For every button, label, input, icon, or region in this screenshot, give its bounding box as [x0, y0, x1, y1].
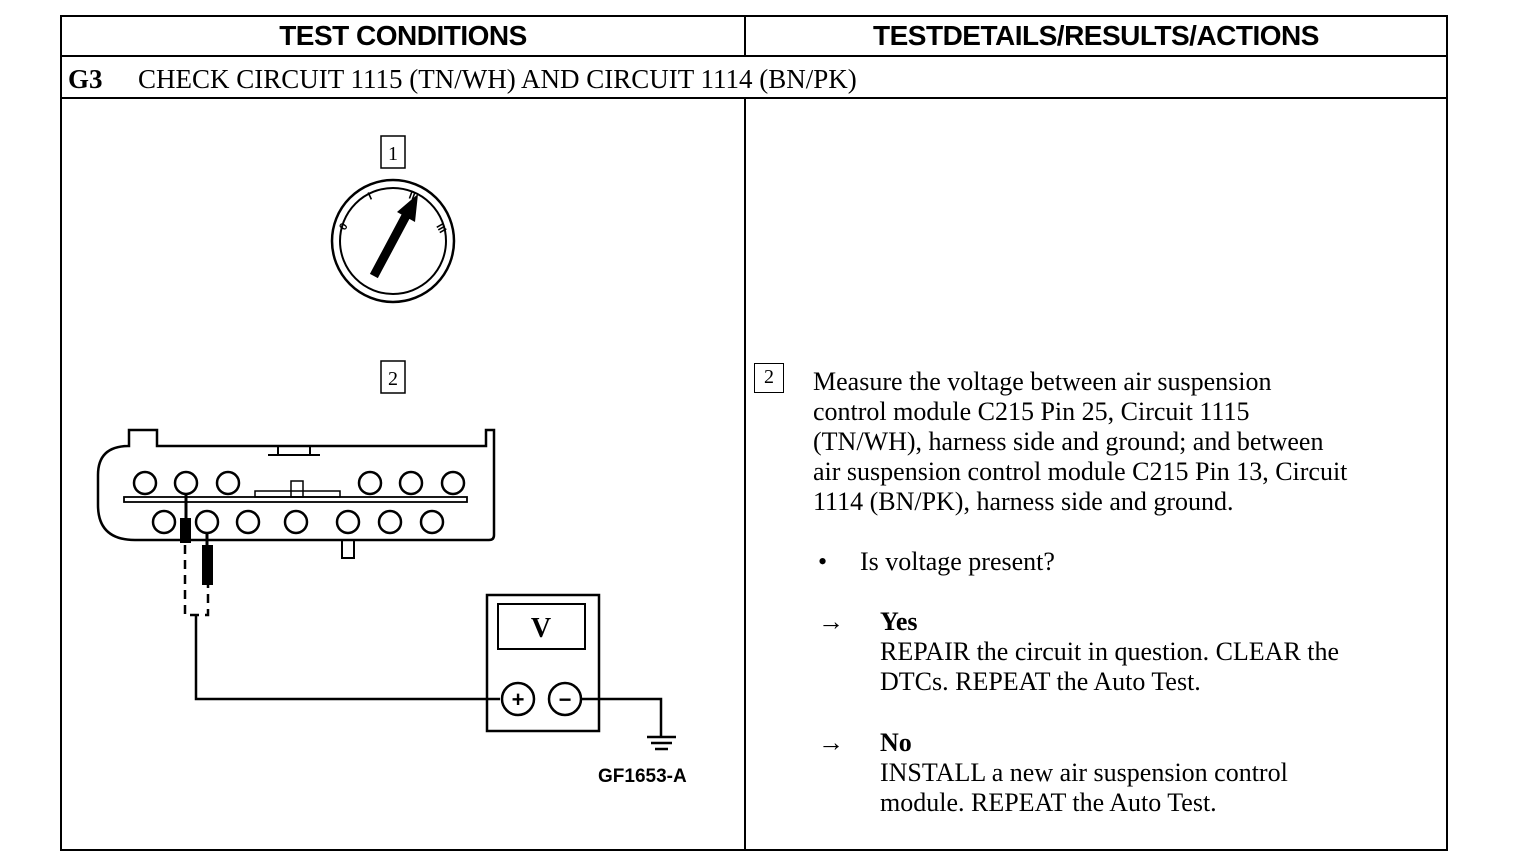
ignition-pos-0: 0 — [337, 221, 350, 232]
meter-minus: − — [559, 687, 572, 712]
no-action-line: module. REPEAT the Auto Test. — [880, 788, 1217, 817]
instruction-line: air suspension control module C215 Pin 1… — [813, 457, 1348, 486]
no-action-line: INSTALL a new air suspension control — [880, 758, 1288, 787]
no-label: No — [880, 728, 912, 757]
yes-action-line: DTCs. REPEAT the Auto Test. — [880, 667, 1201, 696]
question-text: Is voltage present? — [860, 547, 1055, 576]
header-test-conditions: TEST CONDITIONS — [279, 20, 527, 51]
test-table: TEST CONDITIONS TESTDETAILS/RESULTS/ACTI… — [60, 15, 1448, 851]
test-probes-icon — [180, 494, 500, 701]
header-rule — [62, 55, 1448, 57]
ignition-pos-2: II — [407, 190, 417, 203]
detail-step-number: 2 — [754, 363, 784, 393]
step-1-label: 1 — [388, 143, 398, 165]
step-2-label: 2 — [388, 368, 398, 390]
yes-result: Yes REPAIR the circuit in question. CLEA… — [880, 607, 1440, 697]
step-1-box: 1 — [380, 135, 406, 169]
ignition-pos-1: I — [366, 191, 374, 203]
step-title-row: G3 CHECK CIRCUIT 1115 (TN/WH) AND CIRCUIT… — [68, 59, 857, 99]
meter-symbol: V — [531, 613, 551, 644]
voltmeter-icon: V + − — [485, 593, 601, 733]
step-code: G3 — [68, 64, 103, 94]
meter-plus: + — [512, 687, 525, 712]
no-result: No INSTALL a new air suspension control … — [880, 728, 1440, 818]
bullet-icon: • — [818, 547, 828, 576]
header-divider — [744, 17, 746, 57]
yes-action-line: REPAIR the circuit in question. CLEAR th… — [880, 637, 1340, 666]
instruction-line: control module C215 Pin 25, Circuit 1115 — [813, 397, 1250, 426]
step-title: CHECK CIRCUIT 1115 (TN/WH) AND CIRCUIT 1… — [138, 64, 857, 94]
no-arrow-icon: → — [818, 728, 844, 757]
title-rule — [62, 97, 1448, 99]
yes-arrow-icon: → — [818, 607, 844, 636]
yes-label: Yes — [880, 607, 918, 636]
connector-c215-icon — [96, 428, 496, 559]
instruction-line: Measure the voltage between air suspensi… — [813, 367, 1272, 396]
instruction-line: 1114 (BN/PK), harness side and ground. — [813, 487, 1234, 516]
ignition-switch-icon: 0 I II III — [330, 178, 456, 304]
header-test-details: TESTDETAILS/RESULTS/ACTIONS — [873, 20, 1319, 51]
column-divider — [744, 97, 746, 851]
figure-code: GF1653-A — [598, 766, 687, 787]
step-2-box: 2 — [380, 360, 406, 394]
instruction-paragraph: Measure the voltage between air suspensi… — [813, 367, 1443, 517]
instruction-line: (TN/WH), harness side and ground; and be… — [813, 427, 1324, 456]
ground-symbol-icon — [581, 697, 676, 751]
